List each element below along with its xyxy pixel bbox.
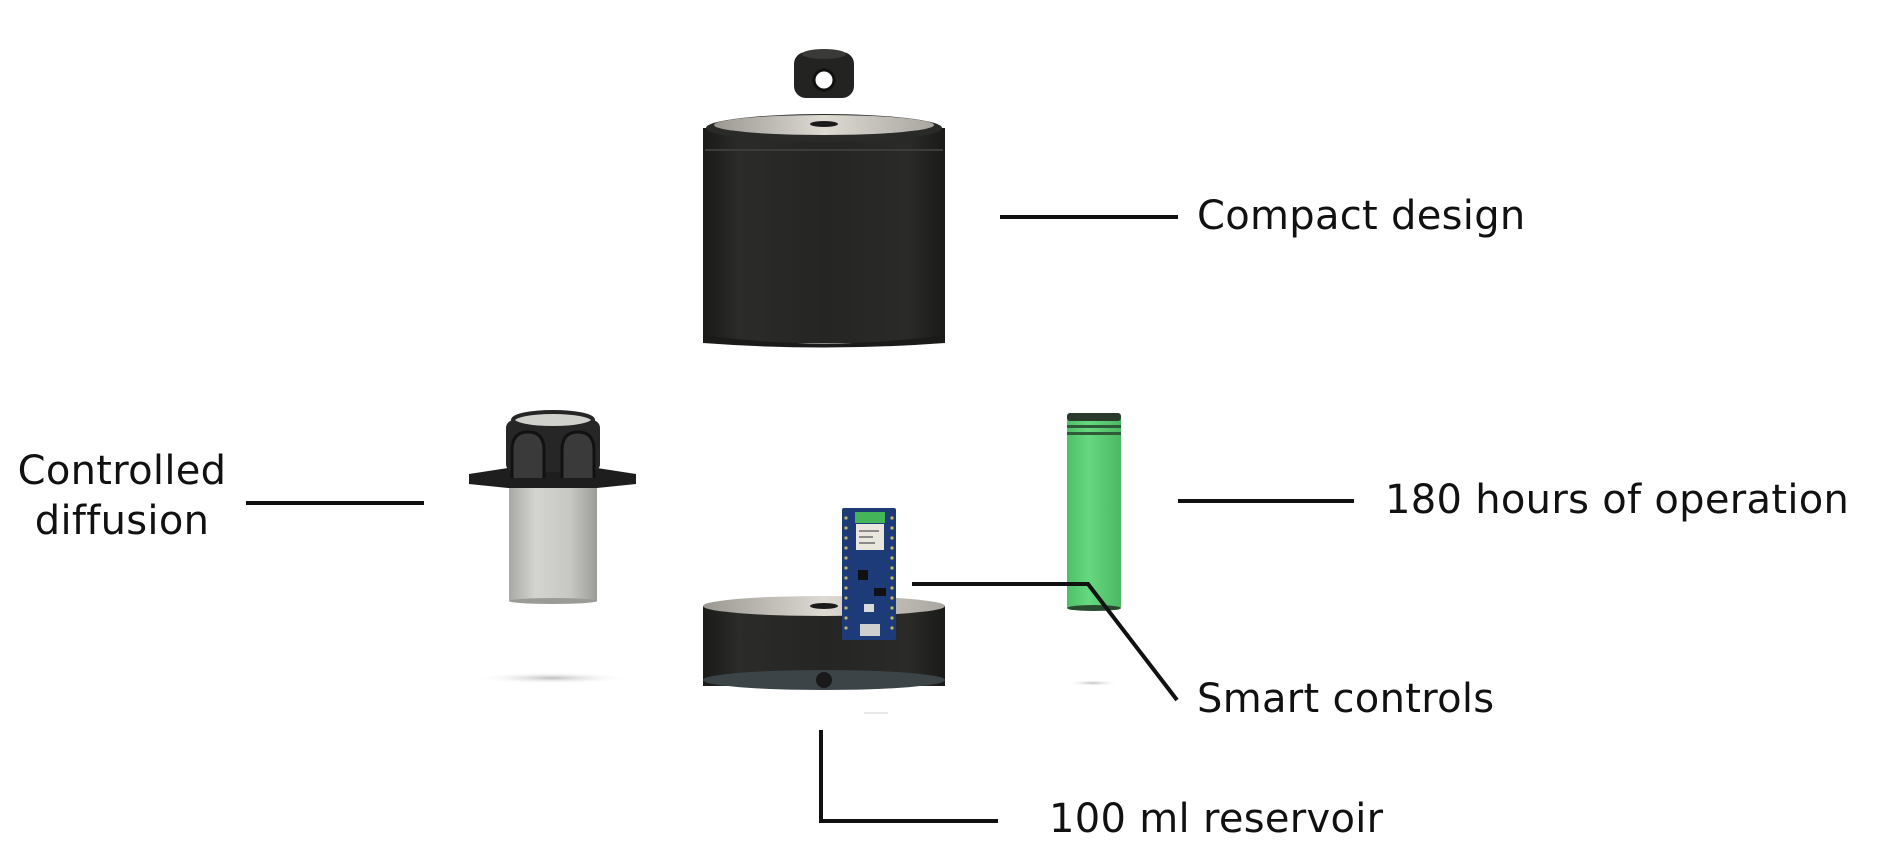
callout-battery-hours: 180 hours of operation <box>1385 477 1850 523</box>
callout-diffusion-line2: diffusion <box>34 498 210 544</box>
outer-housing <box>703 114 945 348</box>
reservoir-base <box>703 596 945 714</box>
callout-reservoir: 100 ml reservoir <box>1049 796 1384 842</box>
leader-line-smart <box>912 582 1179 702</box>
callout-compact-design: Compact design <box>1197 193 1526 239</box>
top-knob <box>794 49 854 98</box>
leader-line-reservoir <box>819 730 998 823</box>
callout-diffusion-line1: Controlled <box>17 448 227 494</box>
callout-controlled-diffusion: Controlled diffusion <box>0 446 244 546</box>
diffuser-module <box>469 410 636 684</box>
callout-smart-controls: Smart controls <box>1197 676 1495 722</box>
controller-board <box>842 508 896 640</box>
battery-cell <box>1067 413 1121 686</box>
leader-lines <box>246 215 1354 823</box>
